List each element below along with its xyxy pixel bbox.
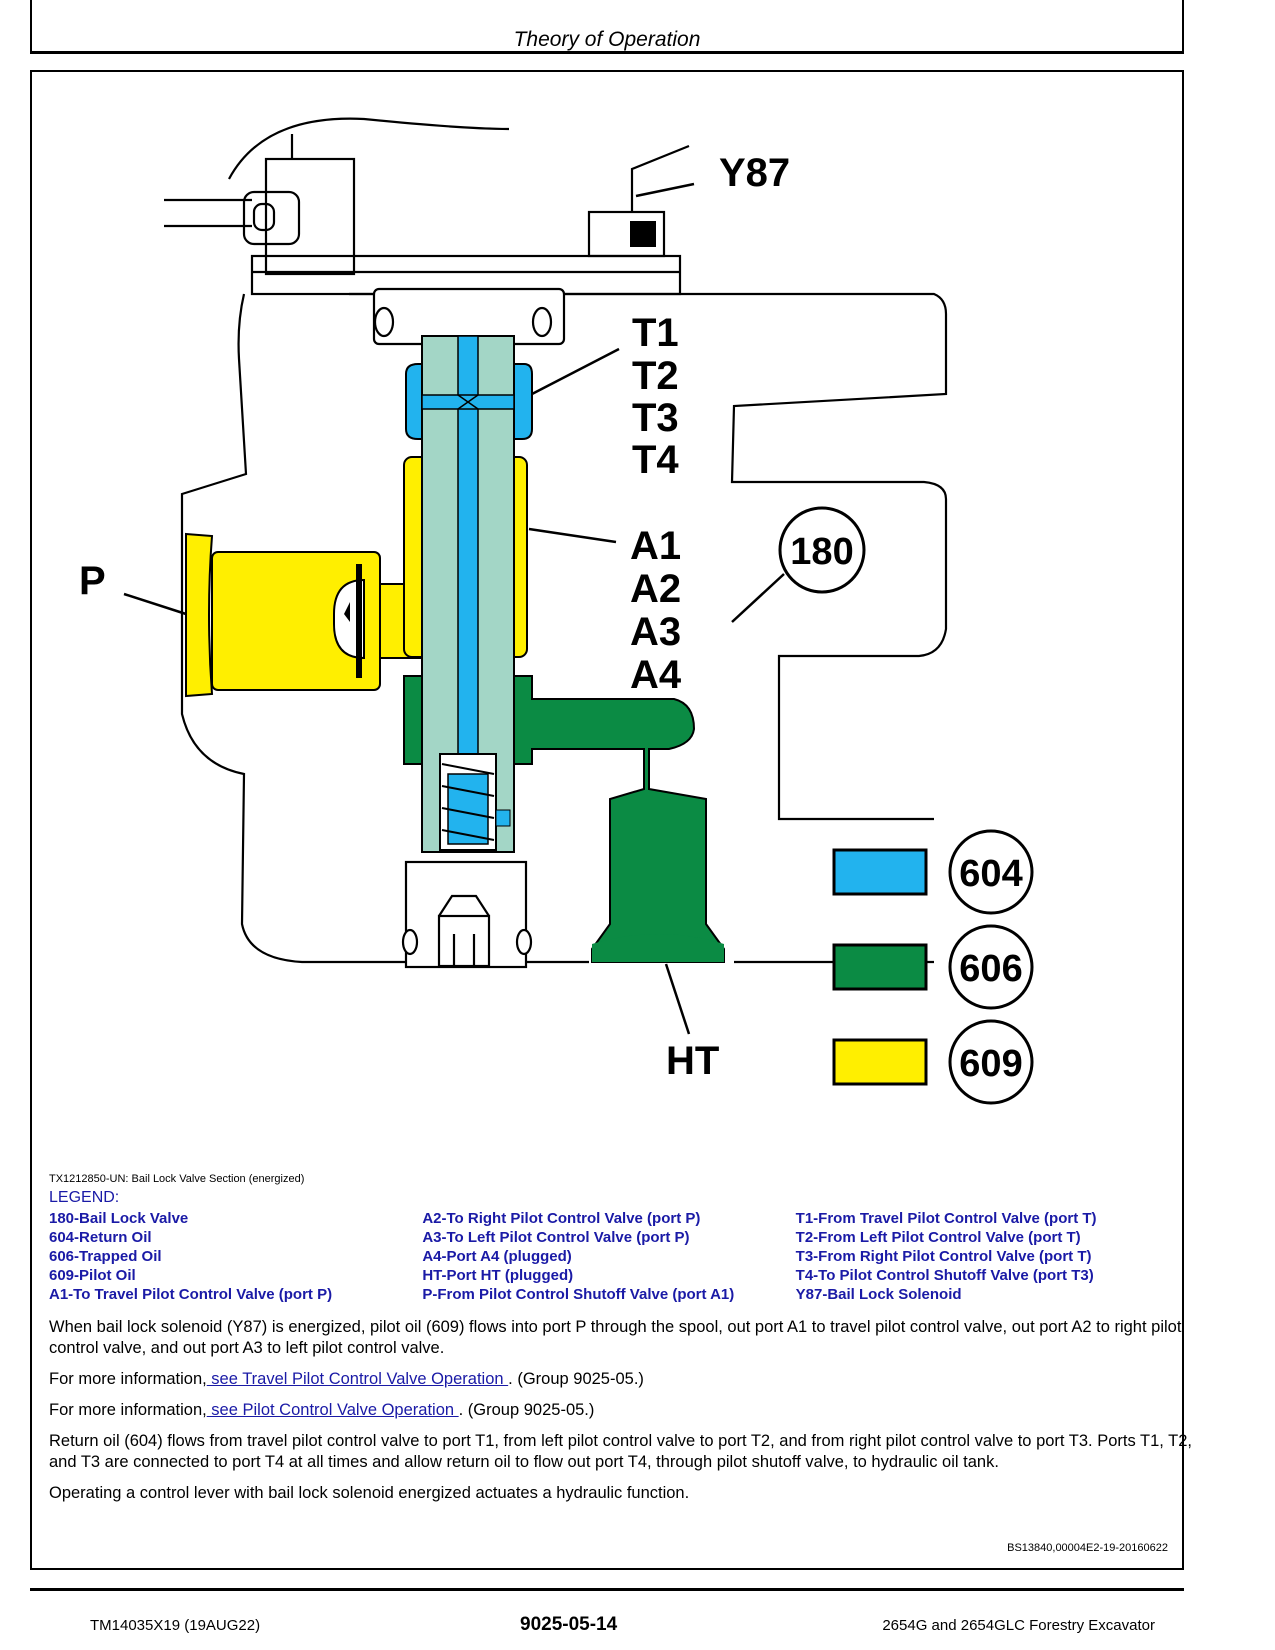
callout-606-circle bbox=[948, 924, 1034, 1010]
port-p-fitting bbox=[185, 532, 214, 698]
legend-heading: LEGEND: bbox=[49, 1189, 120, 1206]
document-id: BS13840,00004E2-19-20160622 bbox=[1007, 1542, 1168, 1554]
label-a3: A3 bbox=[630, 610, 681, 654]
legend-column-3: T1-From Travel Pilot Control Valve (port… bbox=[796, 1209, 1169, 1304]
footer-manual-id: TM14035X19 (19AUG22) bbox=[90, 1617, 261, 1634]
paragraph-1: When bail lock solenoid (Y87) is energiz… bbox=[49, 1318, 1182, 1357]
legend-item: P-From Pilot Control Shutoff Valve (port… bbox=[422, 1286, 735, 1303]
legend-item: A2-To Right Pilot Control Valve (port P) bbox=[422, 1210, 701, 1227]
paragraph-5: Operating a control lever with bail lock… bbox=[49, 1484, 690, 1502]
label-a4: A4 bbox=[630, 653, 682, 697]
legend-item: 609-Pilot Oil bbox=[49, 1267, 136, 1284]
body-top-curve bbox=[228, 117, 510, 180]
valve-body-right-outline bbox=[349, 292, 948, 821]
legend-column-2: A2-To Right Pilot Control Valve (port P)… bbox=[422, 1209, 795, 1304]
footer-page-number: 9025-05-14 bbox=[520, 1614, 618, 1635]
paragraph-3-suffix: . (Group 9025-05.) bbox=[458, 1401, 595, 1419]
paragraph-2: For more information, see Travel Pilot C… bbox=[49, 1369, 1207, 1390]
label-604: 604 bbox=[959, 853, 1022, 895]
swatch-604 bbox=[832, 848, 928, 896]
legend: LEGEND: 180-Bail Lock Valve 604-Return O… bbox=[49, 1189, 1169, 1304]
valve-body-left-outline bbox=[180, 293, 349, 964]
legend-item: 604-Return Oil bbox=[49, 1229, 152, 1246]
bail-lock-valve-figure: Y87 T1 T2 T3 T4 A1 A2 A3 A4 P HT 180 604… bbox=[79, 117, 1034, 1105]
legend-item: T1-From Travel Pilot Control Valve (port… bbox=[795, 1210, 1097, 1227]
label-t3: T3 bbox=[632, 396, 679, 440]
legend-item: A4-Port A4 (plugged) bbox=[422, 1248, 572, 1265]
footer-machine-name: 2654G and 2654GLC Forestry Excavator bbox=[882, 1617, 1155, 1634]
color-key: 604 606 609 bbox=[832, 829, 1034, 1105]
label-p: P bbox=[79, 559, 106, 603]
legend-item: 606-Trapped Oil bbox=[49, 1248, 162, 1265]
legend-item: T3-From Right Pilot Control Valve (port … bbox=[795, 1248, 1092, 1265]
solenoid-housing bbox=[264, 157, 356, 276]
swatch-609 bbox=[832, 1038, 928, 1086]
swatch-606 bbox=[832, 943, 928, 991]
pilot-control-valve-link[interactable]: see Pilot Control Valve Operation bbox=[206, 1401, 459, 1419]
header-box: Theory of Operation bbox=[30, 0, 1184, 54]
label-t4: T4 bbox=[632, 438, 679, 482]
label-ht: HT bbox=[666, 1039, 719, 1083]
content-frame: Y87 T1 T2 T3 T4 A1 A2 A3 A4 P HT 180 604… bbox=[30, 70, 1192, 1570]
legend-column-1: 180-Bail Lock Valve 604-Return Oil 606-T… bbox=[49, 1209, 422, 1304]
paragraph-4: Return oil (604) flows from travel pilot… bbox=[49, 1432, 1192, 1471]
label-t1: T1 bbox=[632, 311, 679, 355]
legend-item: HT-Port HT (plugged) bbox=[422, 1267, 574, 1284]
paragraph-3: For more information, see Pilot Control … bbox=[49, 1400, 1207, 1421]
page-header-title: Theory of Operation bbox=[513, 28, 701, 51]
paragraph-2-prefix: For more information, bbox=[49, 1370, 207, 1388]
legend-item: 180-Bail Lock Valve bbox=[49, 1210, 189, 1227]
callout-604-circle bbox=[948, 829, 1034, 915]
callout-180-circle bbox=[778, 506, 866, 594]
label-t2: T2 bbox=[632, 354, 679, 398]
label-609: 609 bbox=[959, 1043, 1022, 1085]
label-a2: A2 bbox=[630, 567, 681, 611]
paragraph-2-suffix: . (Group 9025-05.) bbox=[508, 1370, 644, 1388]
paragraph-3-prefix: For more information, bbox=[49, 1401, 207, 1419]
legend-item: Y87-Bail Lock Solenoid bbox=[795, 1286, 962, 1303]
callout-609-circle bbox=[948, 1019, 1034, 1105]
label-y87: Y87 bbox=[719, 151, 790, 195]
label-606: 606 bbox=[959, 948, 1022, 990]
legend-item: A1-To Travel Pilot Control Valve (port P… bbox=[49, 1286, 333, 1303]
legend-item: T4-To Pilot Control Shutoff Valve (port … bbox=[795, 1267, 1094, 1284]
label-180: 180 bbox=[790, 531, 853, 573]
body-text: When bail lock solenoid (Y87) is energiz… bbox=[49, 1317, 1207, 1514]
travel-pilot-control-valve-link[interactable]: see Travel Pilot Control Valve Operation bbox=[206, 1370, 509, 1388]
legend-item: T2-From Left Pilot Control Valve (port T… bbox=[795, 1229, 1081, 1246]
legend-item: A3-To Left Pilot Control Valve (port P) bbox=[422, 1229, 690, 1246]
figure-caption: TX1212850-UN: Bail Lock Valve Section (e… bbox=[49, 1173, 305, 1185]
label-a1: A1 bbox=[630, 524, 681, 568]
footer-rule bbox=[30, 1588, 1184, 1591]
